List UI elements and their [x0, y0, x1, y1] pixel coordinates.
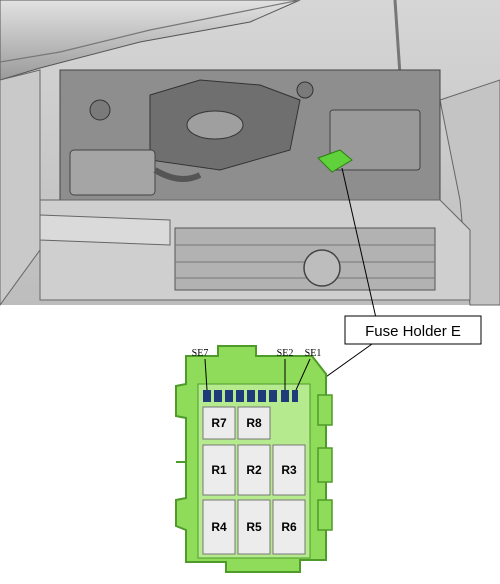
- fuse-holder-callout: Fuse Holder E: [315, 315, 482, 385]
- relay-r5: [237, 499, 271, 555]
- relay-r7: [202, 406, 236, 440]
- fuse-slot: [203, 390, 211, 402]
- fuse-holder-highlight: [317, 149, 353, 173]
- relay-r4: [202, 499, 236, 555]
- relay-label-r3: R3: [281, 463, 297, 477]
- fuse-slot: [258, 390, 266, 402]
- fuse-slot: [225, 390, 233, 402]
- grille: [174, 227, 436, 291]
- relay-r2: [237, 444, 271, 496]
- fuse-slot-se2: [281, 390, 289, 402]
- relay-r8: [237, 406, 271, 440]
- relay-r3: [272, 444, 306, 496]
- hood: [0, 0, 301, 81]
- relay-label-r4: R4: [211, 520, 227, 534]
- callout-box: [344, 315, 482, 345]
- relay-label-r8: R8: [246, 416, 262, 430]
- relay-label-r5: R5: [246, 520, 262, 534]
- fuse-holder-diagram: SE7 SE2 SE1 R7 R8 R1 R2 R3 R4 R5 R6: [175, 345, 333, 573]
- relay-label-r2: R2: [246, 463, 262, 477]
- leader-line: [341, 167, 377, 319]
- fuse-label-se7: SE7: [192, 348, 209, 359]
- fuse-slot: [214, 390, 222, 402]
- fuse-slot: [236, 390, 244, 402]
- fuse-label-se2: SE2: [277, 348, 294, 359]
- engine-bay-illustration: [0, 0, 500, 319]
- right-clip-lower: [317, 499, 333, 531]
- fuse-label-se1: SE1: [305, 348, 322, 359]
- left-headlight: [39, 214, 171, 246]
- right-clip-upper: [317, 394, 333, 426]
- relay-label-r7: R7: [211, 416, 227, 430]
- brand-emblem: [303, 249, 341, 287]
- callout-label: Fuse Holder E: [365, 323, 461, 340]
- fuse-slot-se1: [292, 390, 298, 402]
- relay-r1: [202, 444, 236, 496]
- right-clip-middle: [317, 447, 333, 483]
- relay-label-r6: R6: [281, 520, 297, 534]
- fuse-slot: [269, 390, 277, 402]
- relay-r6: [272, 499, 306, 555]
- fuse-slot: [247, 390, 255, 402]
- right-fender: [439, 79, 500, 306]
- relay-grid: R7 R8 R1 R2 R3 R4 R5 R6: [202, 406, 306, 555]
- fuse-row: [203, 390, 298, 402]
- air-filter-box: [69, 149, 156, 196]
- relay-label-r1: R1: [211, 463, 227, 477]
- battery-area: [329, 109, 421, 171]
